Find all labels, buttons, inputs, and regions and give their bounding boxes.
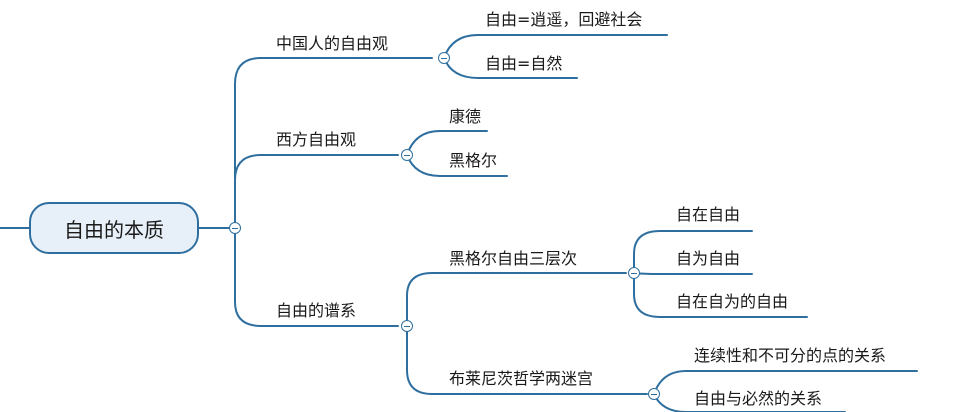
node-freedom-for-itself-label[interactable]: 自为自由 [676,249,741,268]
node-hegel-three-levels-label[interactable]: 黑格尔自由三层次 [449,249,578,268]
branch-chinese-freedom-label[interactable]: 中国人的自由观 [276,34,389,53]
node-kant-label[interactable]: 康德 [449,107,482,126]
connector-b3-c2 [406,325,648,395]
node-freedom-necessity-label[interactable]: 自由与必然的关系 [694,389,823,408]
node-freedom-in-and-for-itself-label[interactable]: 自在自为的自由 [676,292,789,311]
connector-b3-c1-g3 [633,272,808,318]
connector-b3-c1-g2 [633,272,753,275]
root-node[interactable]: 自由的本质 [29,202,199,254]
branch-genealogy-label[interactable]: 自由的谱系 [276,301,357,320]
node-hegel-label[interactable]: 黑格尔 [449,151,498,170]
collapse-leibniz-labyrinths-toggle-icon[interactable] [648,388,660,400]
collapse-chinese-freedom-toggle-icon[interactable] [438,52,450,64]
connector-b3-c1-g1 [633,230,753,274]
connector-b3-c1 [406,272,627,327]
collapse-genealogy-toggle-icon[interactable] [401,320,413,332]
branch-western-freedom-label[interactable]: 西方自由观 [276,130,357,149]
connector-branch-2 [234,154,399,229]
node-continuity-label[interactable]: 连续性和不可分的点的关系 [694,346,887,365]
root-label: 自由的本质 [64,217,164,242]
connector-branch-1 [234,57,433,229]
collapse-hegel-three-levels-toggle-icon[interactable] [628,267,640,279]
node-leibniz-labyrinths-label[interactable]: 布莱尼茨哲学两迷宫 [449,369,594,388]
collapse-root-toggle-icon[interactable] [229,222,241,234]
node-freedom-free-roaming-label[interactable]: 自由=逍遥，回避社会 [485,10,643,29]
node-freedom-in-itself-label[interactable]: 自在自由 [676,205,741,224]
connector-branch-3 [234,227,399,327]
node-freedom-nature-label[interactable]: 自由=自然 [485,54,563,73]
collapse-western-freedom-toggle-icon[interactable] [401,149,413,161]
